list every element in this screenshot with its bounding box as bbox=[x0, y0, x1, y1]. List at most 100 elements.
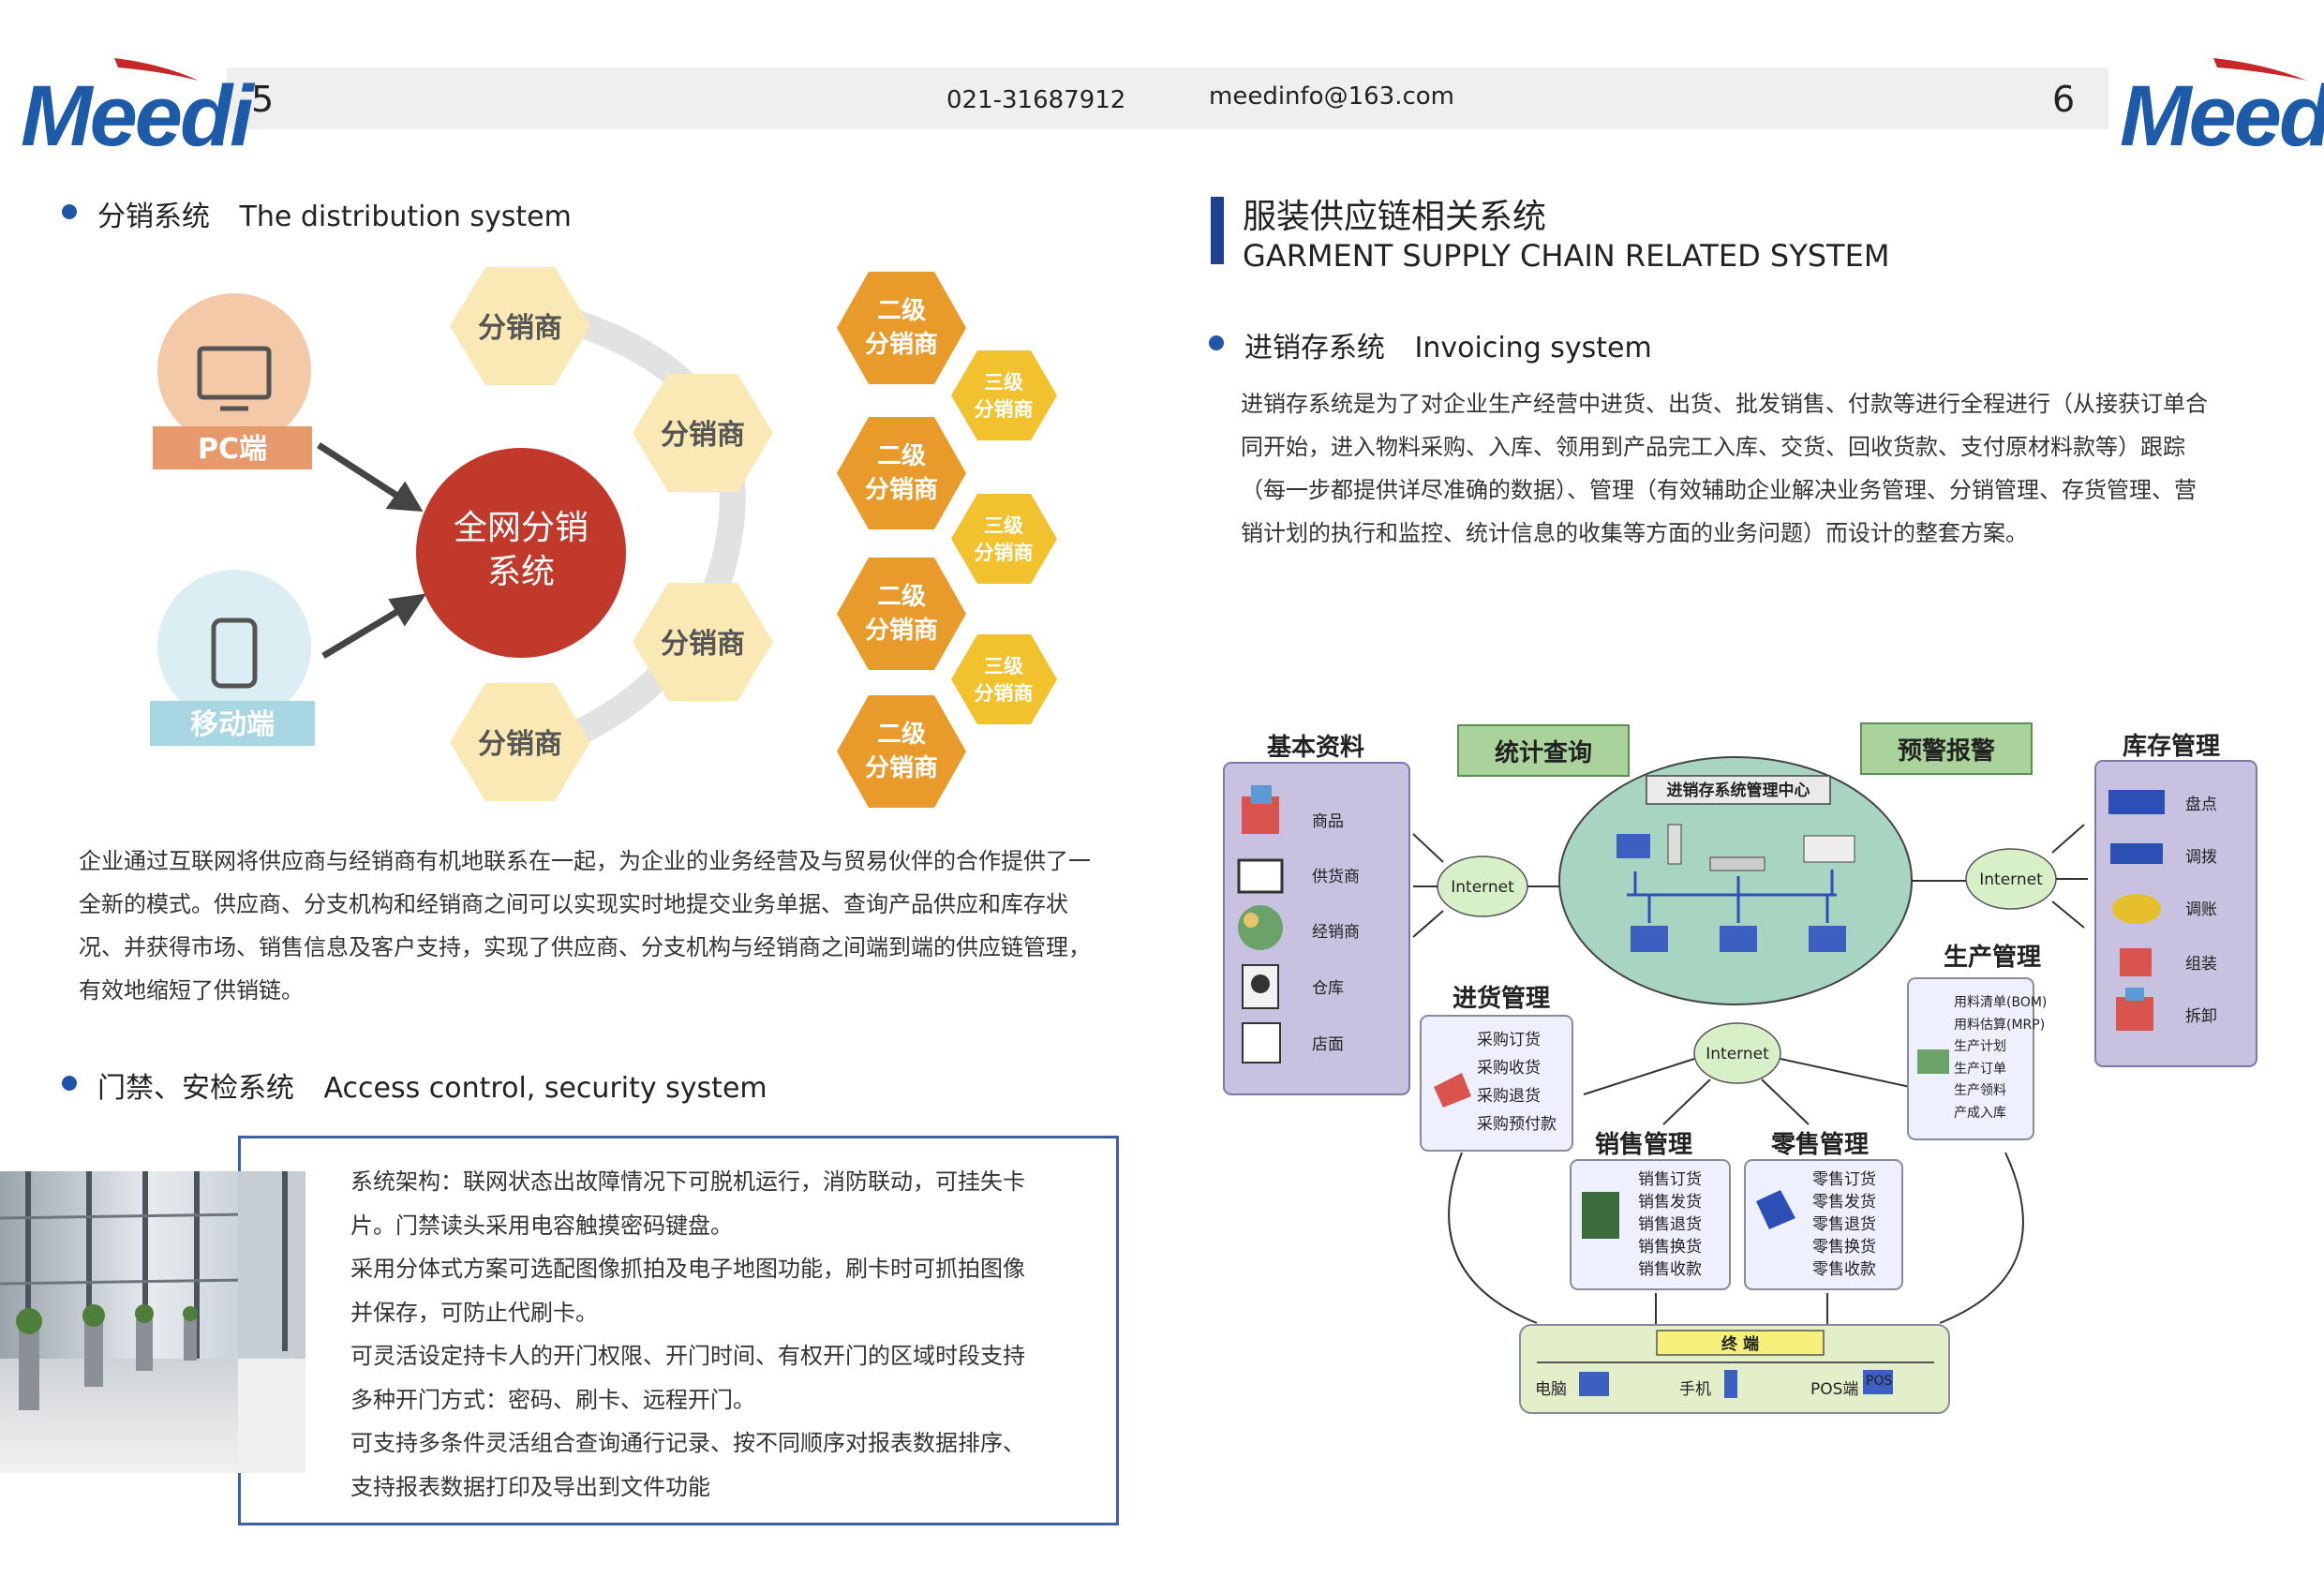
svg-text:销售订货: 销售订货 bbox=[1638, 1170, 1702, 1189]
page-number-left: 5 bbox=[251, 79, 275, 120]
logo-swoosh-icon bbox=[2213, 58, 2307, 81]
distribution-title-en: The distribution system bbox=[239, 201, 572, 233]
basic-item: 经销商 bbox=[1312, 923, 1360, 942]
arrow-icon bbox=[317, 442, 427, 660]
logo-swoosh-icon bbox=[114, 58, 199, 81]
terminal-item: 电脑 bbox=[1535, 1380, 1567, 1399]
svg-text:生产订单: 生产订单 bbox=[1954, 1062, 2006, 1077]
inventory-items: 盘点 调拨 调账 组装 拆卸 bbox=[2108, 790, 2217, 1031]
bullet-icon bbox=[62, 1076, 77, 1091]
lobby-photo-overlay-edge bbox=[238, 1171, 305, 1473]
internet-cloud: Internet bbox=[1693, 1022, 1781, 1084]
phone-number: 021-31687912 bbox=[946, 86, 1126, 114]
inventory-item: 调账 bbox=[2185, 900, 2217, 919]
svg-text:零售退货: 零售退货 bbox=[1812, 1215, 1876, 1234]
pc-node: PC端 bbox=[153, 293, 312, 469]
inventory-item: 组装 bbox=[2185, 955, 2217, 974]
access-line: 可灵活设定持卡人的开门权限、开门时间、有权开门的区域时段支持 bbox=[350, 1343, 1025, 1369]
level2-hex: 二级 分销商 bbox=[837, 417, 966, 529]
access-title-en: Access control, security system bbox=[323, 1072, 767, 1105]
retail-panel bbox=[1744, 1159, 1903, 1290]
svg-text:分销商: 分销商 bbox=[661, 419, 745, 452]
retail-items: 零售订货 零售发货 零售退货 零售换货 零售收款 bbox=[1812, 1170, 1876, 1279]
monitor-icon bbox=[197, 346, 272, 400]
title-accent-bar bbox=[1211, 197, 1224, 264]
phone-icon bbox=[211, 617, 258, 689]
computer-icon bbox=[1579, 1372, 1609, 1396]
level2-hex: 二级 分销商 bbox=[837, 272, 966, 384]
svg-text:零售收款: 零售收款 bbox=[1812, 1260, 1876, 1279]
svg-text:Internet: Internet bbox=[1706, 1045, 1769, 1064]
invoicing-description: 进销存系统是为了对企业生产经营中进货、出货、批发销售、付款等进行全程进行（从接获… bbox=[1241, 391, 2208, 546]
svg-text:分销商: 分销商 bbox=[975, 542, 1034, 564]
terminal-item: 手机 bbox=[1679, 1380, 1711, 1399]
brand-logo-left: Meedi bbox=[21, 47, 254, 164]
svg-text:销售发货: 销售发货 bbox=[1638, 1193, 1702, 1212]
access-title-cn: 门禁、安检系统 bbox=[97, 1072, 294, 1105]
svg-text:采购收货: 采购收货 bbox=[1477, 1059, 1541, 1078]
mobile-label: 移动端 bbox=[190, 708, 275, 741]
terminal-items: 电脑 手机 POS端 POS bbox=[1535, 1370, 1893, 1399]
main-title: 服装供应链相关系统 bbox=[1243, 198, 1547, 236]
retail-icon bbox=[1756, 1190, 1795, 1229]
svg-text:生产计划: 生产计划 bbox=[1954, 1039, 2006, 1054]
inventory-item: 调拨 bbox=[2185, 848, 2217, 867]
svg-text:分销商: 分销商 bbox=[865, 330, 938, 359]
invoicing-title-cn: 进销存系统 bbox=[1244, 332, 1385, 364]
svg-text:三级: 三级 bbox=[984, 655, 1023, 677]
brand-name: Meedi bbox=[21, 68, 254, 164]
svg-text:三级: 三级 bbox=[984, 514, 1023, 537]
purchase-items: 采购订货 采购收货 采购退货 采购预付款 bbox=[1477, 1031, 1557, 1134]
brand-name: Meedi bbox=[2120, 68, 2324, 164]
invoicing-diagram: 基本资料 商品 供货商 经销商 仓库 店面 统计查询 预警报警 进销存系统管理中… bbox=[1223, 722, 2257, 1414]
svg-text:分销商: 分销商 bbox=[975, 682, 1034, 705]
svg-text:二级: 二级 bbox=[877, 296, 926, 325]
svg-text:生产领料: 生产领料 bbox=[1954, 1083, 2006, 1098]
header: Meedi 5 021-31687912 meedinfo@163.com 6 … bbox=[0, 0, 2324, 164]
distributor-hex: 分销商 bbox=[633, 374, 773, 492]
svg-text:二级: 二级 bbox=[877, 441, 926, 470]
svg-text:二级: 二级 bbox=[877, 720, 926, 749]
chart-icon bbox=[1917, 1049, 1949, 1074]
svg-text:产成入库: 产成入库 bbox=[1954, 1106, 2006, 1121]
inventory-title: 库存管理 bbox=[2123, 733, 2220, 761]
svg-text:分销商: 分销商 bbox=[661, 628, 745, 661]
basic-item: 商品 bbox=[1312, 812, 1344, 831]
distribution-title: 分销系统 The distribution system bbox=[97, 193, 572, 234]
terminal-panel bbox=[1519, 1324, 1950, 1414]
svg-text:分销商: 分销商 bbox=[478, 312, 562, 345]
internet-cloud: Internet bbox=[1437, 855, 1528, 917]
pc-label: PC端 bbox=[198, 433, 267, 466]
svg-text:分销商: 分销商 bbox=[865, 616, 938, 645]
production-items: 用料清单(BOM) 用料估算(MRP) 生产计划 生产订单 生产领料 产成入库 bbox=[1954, 995, 2047, 1121]
access-line: 并保存，可防止代刷卡。 bbox=[350, 1299, 598, 1326]
mobile-node: 移动端 bbox=[150, 570, 315, 746]
access-line: 片。门禁读头采用电容触摸密码键盘。 bbox=[350, 1212, 733, 1239]
alert-label: 预警报警 bbox=[1898, 736, 1995, 766]
invoicing-title-en: Invoicing system bbox=[1414, 332, 1652, 364]
basic-items: 商品 供货商 经销商 仓库 店面 bbox=[1237, 785, 1360, 1064]
svg-text:Internet: Internet bbox=[1451, 878, 1514, 897]
basic-item: 供货商 bbox=[1312, 868, 1360, 886]
svg-text:采购退货: 采购退货 bbox=[1477, 1087, 1541, 1106]
level2-hex: 二级 分销商 bbox=[837, 695, 966, 808]
access-info-text: 系统架构：联网状态出故障情况下可脱机运行，消防联动，可挂失卡 片。门禁读头采用电… bbox=[350, 1160, 1100, 1509]
sales-items: 销售订货 销售发货 销售退货 销售换货 销售收款 bbox=[1638, 1170, 1702, 1279]
alert-box bbox=[1860, 722, 2033, 775]
basic-item: 仓库 bbox=[1312, 979, 1344, 998]
distributor-hex: 分销商 bbox=[450, 267, 590, 385]
purchase-title: 进货管理 bbox=[1452, 984, 1550, 1013]
distribution-diagram: PC端 移动端 全网分销 系统 分销商 分销商 分销商 分销商 二级 bbox=[150, 267, 1057, 808]
distributor-hex: 分销商 bbox=[450, 683, 590, 801]
level3-hex: 三级 分销商 bbox=[951, 494, 1057, 584]
svg-text:销售退货: 销售退货 bbox=[1638, 1215, 1702, 1234]
center-title: 进销存系统管理中心 bbox=[1667, 781, 1810, 800]
basic-title: 基本资料 bbox=[1267, 734, 1364, 762]
email-address: meedinfo@163.com bbox=[1209, 82, 1455, 111]
distribution-description: 企业通过互联网将供应商与经销商有机地联系在一起，为企业的业务经营及与贸易伙伴的合… bbox=[79, 848, 1091, 1004]
invoicing-title: 进销存系统 Invoicing system bbox=[1244, 324, 1652, 365]
svg-text:销售换货: 销售换货 bbox=[1638, 1238, 1702, 1257]
svg-text:Internet: Internet bbox=[1979, 870, 2043, 889]
center-node: 全网分销 系统 bbox=[416, 448, 626, 658]
brand-logo-right: Meedi bbox=[2120, 47, 2324, 164]
